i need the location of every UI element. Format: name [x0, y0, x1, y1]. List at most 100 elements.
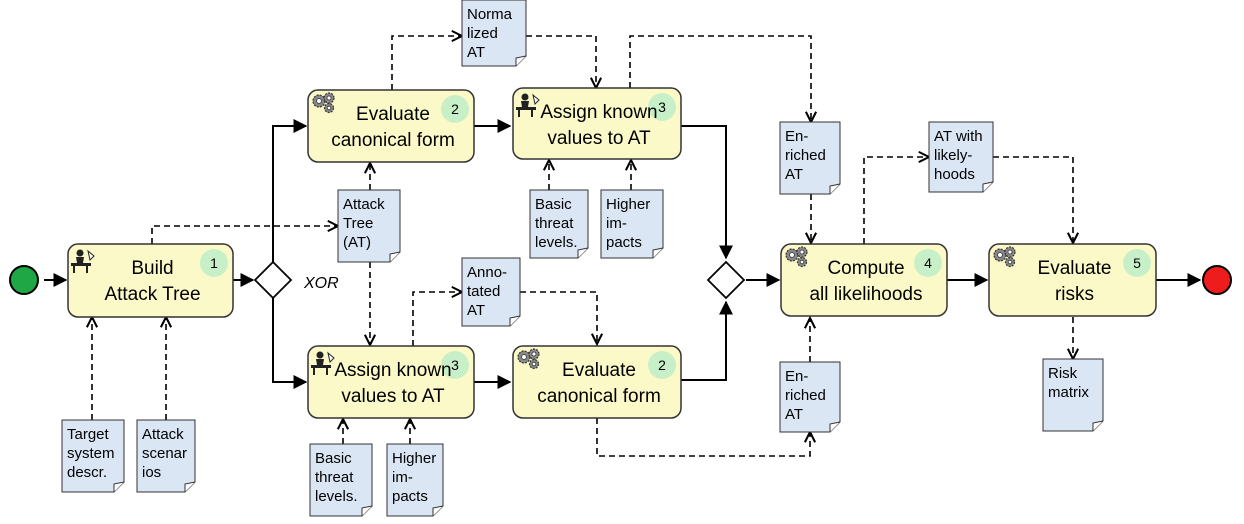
task-box[interactable] — [512, 87, 682, 160]
assoc-build-to-at — [151, 226, 338, 244]
gateway-join[interactable] — [706, 260, 746, 300]
step-badge — [441, 351, 469, 379]
task-box[interactable] — [512, 345, 682, 419]
task-label-line: Compute — [827, 258, 904, 279]
document-basic1[interactable]: Basic threat levels. — [529, 189, 589, 259]
task-label-line: Evaluate — [1038, 258, 1112, 279]
document-basic2[interactable]: Basic threat levels. — [309, 443, 373, 517]
document-fold — [361, 505, 373, 516]
end-event[interactable] — [1202, 265, 1232, 295]
document-label-line: Higher — [606, 196, 650, 213]
task-box[interactable] — [307, 345, 475, 419]
document-fold — [389, 251, 401, 262]
assoc-likely-to-risks — [993, 156, 1073, 243]
document-label-line: Basic — [315, 450, 352, 467]
task-box[interactable] — [307, 89, 475, 163]
data-associations — [92, 35, 1073, 457]
step-badge-number: 3 — [451, 357, 459, 373]
sequence-flows — [44, 119, 1202, 389]
document-fold — [515, 55, 527, 66]
flow-eval2-to-join — [681, 300, 733, 381]
gateway-join-shape[interactable] — [706, 260, 746, 300]
task-label-line: risks — [1055, 284, 1094, 305]
document-fold — [982, 181, 994, 192]
step-badge — [914, 249, 942, 277]
document-label-line: AT — [467, 302, 485, 319]
step-badge — [1123, 249, 1151, 277]
document-label-line: Attack — [142, 426, 184, 443]
documents-layer: Targetsystemdescr.AttackscenariosAttackT… — [61, 0, 1104, 517]
task-label-line: Assign known — [334, 360, 451, 381]
step-badge-number: 4 — [924, 255, 932, 271]
task-label-line: Evaluate — [356, 104, 430, 125]
document-label-line: AT with — [934, 128, 983, 145]
task-label-line: canonical form — [537, 386, 661, 407]
document-label-line: AT — [785, 406, 803, 423]
task-label-line: Build — [131, 258, 173, 279]
document-label-line: pacts — [606, 234, 642, 251]
assoc-eval2-to-enriched2 — [596, 418, 810, 457]
document-label-line: En- — [785, 368, 808, 385]
assoc-eval1-to-normalized — [391, 36, 462, 90]
manual-worker-icon — [311, 351, 335, 375]
task-box[interactable] — [67, 243, 234, 318]
document-label-line: riched — [785, 387, 826, 404]
assoc-assign2-to-annotated — [412, 292, 462, 346]
document-label-line: levels. — [315, 488, 358, 505]
document-label-line: levels. — [535, 234, 578, 251]
start-event[interactable] — [9, 265, 39, 295]
document-label-line: matrix — [1048, 384, 1089, 401]
task-label-line: Assign known — [540, 102, 657, 123]
document-label-line: Basic — [535, 196, 572, 213]
document-fold — [577, 247, 589, 258]
task-label-line: Evaluate — [562, 360, 636, 381]
task-risks[interactable]: 5 Evaluate risks — [988, 243, 1157, 317]
document-fold — [432, 505, 444, 516]
gears-icon — [993, 246, 1016, 268]
document-riskmatrix[interactable]: Risk matrix — [1042, 358, 1104, 432]
document-label-line: Target — [67, 426, 110, 443]
manual-worker-icon — [516, 93, 540, 117]
document-higher1[interactable]: Higher im-pacts — [600, 189, 664, 259]
flow-xor-to-eval1 — [272, 119, 308, 262]
task-box[interactable] — [780, 243, 948, 317]
document-label-line: threat — [535, 215, 574, 232]
document-label-line: pacts — [392, 488, 428, 505]
document-fold — [509, 315, 521, 326]
gateway-xor[interactable]: XOR — [253, 260, 339, 300]
step-badge-number: 5 — [1133, 255, 1141, 271]
document-label-line: Risk — [1048, 365, 1078, 382]
assoc-normalized-to-assign1 — [526, 35, 596, 88]
gateway-xor-label: XOR — [303, 275, 339, 292]
gateway-xor-shape[interactable] — [253, 260, 293, 300]
document-label-line: Attack — [343, 196, 385, 213]
document-label-line: likely- — [934, 147, 972, 164]
gears-icon — [785, 246, 808, 268]
document-label-line: (AT) — [343, 234, 371, 251]
flow-assign1-to-join — [681, 125, 733, 260]
document-label-line: im- — [606, 215, 627, 232]
step-badge — [441, 95, 469, 123]
task-label-line: values to AT — [341, 386, 445, 407]
document-label-line: threat — [315, 469, 354, 486]
task-box[interactable] — [988, 243, 1157, 317]
step-badge — [648, 93, 676, 121]
document-label-line: AT — [785, 166, 803, 183]
document-label-line: AT — [467, 44, 485, 61]
step-badge-number: 1 — [210, 255, 218, 271]
